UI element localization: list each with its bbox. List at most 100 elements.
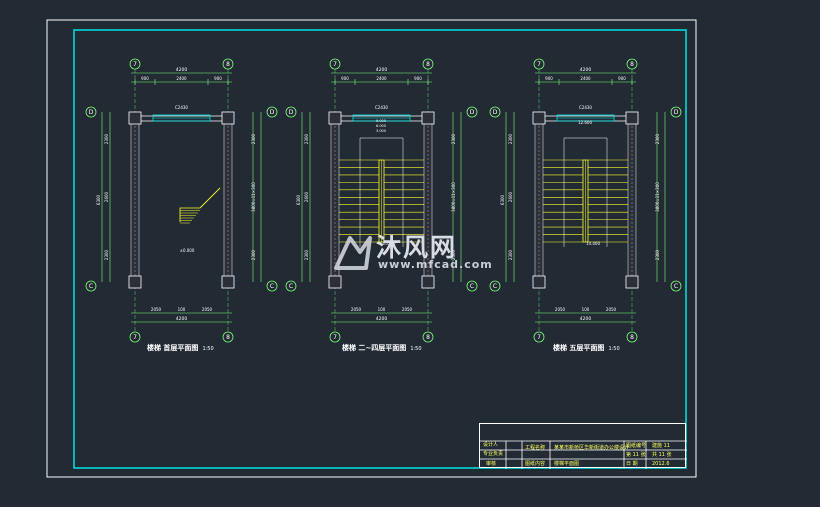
outer-border (46, 19, 697, 478)
column (625, 111, 639, 125)
tb-sheet: 第 11 张 (626, 452, 646, 458)
level-label: 14.400 (586, 241, 600, 246)
dim-top: 900 (341, 76, 349, 81)
axis-top-left-label: 7 (537, 61, 541, 68)
axis-bottom-left-label: 7 (333, 334, 337, 341)
level-label: ±0.000 (180, 248, 195, 253)
axis-bottom-left-circle (533, 331, 545, 343)
dim-top: 2400 (176, 76, 187, 81)
level-label: ±0.000 (383, 242, 396, 246)
axis-left-top-label: D (493, 109, 498, 116)
axis-left-top-circle (489, 106, 501, 118)
dim-top: 900 (545, 76, 553, 81)
inner-frame (73, 29, 687, 469)
axis-left-top-label: D (89, 109, 94, 116)
window-label: C2430 (175, 105, 188, 110)
tb-designer: 设计人 (483, 442, 499, 448)
dim-bottom: 2050 (555, 307, 566, 312)
axis-right-top-circle (266, 106, 278, 118)
axis-right-bottom-label: C (270, 283, 274, 290)
dim-left: 2300 (304, 133, 309, 144)
watermark-logo-icon (334, 236, 372, 270)
dim-right: 2300 (251, 249, 256, 260)
dim-top: 900 (141, 76, 149, 81)
dim-left: 2600 (104, 191, 109, 202)
dim-left: 2300 (508, 249, 513, 260)
column (221, 111, 235, 125)
axis-right-top-label: D (470, 109, 475, 116)
dim-bottom: 2050 (351, 307, 362, 312)
column (625, 275, 639, 289)
axis-bottom-right-label: 8 (630, 334, 634, 341)
axis-right-bottom-circle (670, 280, 682, 292)
axis-left-bottom-circle (85, 280, 97, 292)
tb-total: 共 11 张 (652, 452, 672, 458)
axis-top-right-label: 8 (426, 61, 430, 68)
dim-bottom: 100 (378, 307, 386, 312)
tb-date-value: 2012.6 (652, 461, 670, 467)
dim-left: 2300 (104, 133, 109, 144)
walk-line (359, 137, 404, 247)
axis-left-bottom-label: C (493, 283, 497, 290)
dim-left-total: 6300 (500, 194, 505, 205)
dim-right: 2300 (655, 133, 660, 144)
dim-bottom: 2050 (606, 307, 617, 312)
title-block: 设计人 专业负责 审核 工程名称 某某市新桥区华新街道办公楼设计 图纸内容 楼梯… (479, 423, 687, 469)
column (532, 275, 546, 289)
column (221, 275, 235, 289)
axis-bottom-right-label: 8 (426, 334, 430, 341)
axis-left-bottom-circle (285, 280, 297, 292)
dim-bottom-total: 4200 (376, 316, 388, 322)
axis-right-top-circle (670, 106, 682, 118)
tb-reviewer: 专业负责 (483, 451, 504, 457)
axis-top-right-label: 8 (630, 61, 634, 68)
tb-num-label: 图纸编号 (626, 443, 647, 449)
level-label: 6.000 (376, 124, 386, 128)
axis-right-top-label: D (270, 109, 275, 116)
walk-line (563, 137, 608, 247)
dim-top-total: 4200 (176, 67, 188, 73)
dim-left: 2600 (508, 191, 513, 202)
axis-bottom-right-label: 8 (226, 334, 230, 341)
axis-right-bottom-label: C (674, 283, 678, 290)
tb-project-label: 工程名称 (525, 445, 546, 451)
axis-bottom-right-circle (222, 331, 234, 343)
column (421, 275, 435, 289)
dim-bottom: 2050 (151, 307, 162, 312)
axis-left-bottom-circle (489, 280, 501, 292)
column (532, 111, 546, 125)
dim-left-total: 6300 (96, 194, 101, 205)
dim-bottom: 2050 (402, 307, 413, 312)
break-line (199, 187, 221, 209)
level-label: 12.600 (578, 120, 592, 125)
axis-bottom-left-label: 7 (133, 334, 137, 341)
axis-bottom-left-circle (329, 331, 341, 343)
column (328, 275, 342, 289)
tb-drawing: 楼梯平面图 (554, 461, 580, 467)
level-label: 3.000 (376, 129, 386, 133)
dim-top: 2400 (376, 76, 387, 81)
column (128, 275, 142, 289)
tb-checker: 审核 (486, 461, 497, 467)
axis-right-top-circle (466, 106, 478, 118)
axis-bottom-left-label: 7 (537, 334, 541, 341)
dim-right: 2300 (451, 249, 456, 260)
dim-right: 3800=11×300 (655, 182, 660, 212)
tb-num-value: 建施 11 (652, 443, 670, 449)
dim-left: 2600 (304, 191, 309, 202)
dim-bottom: 2050 (202, 307, 213, 312)
tb-project: 某某市新桥区华新街道办公楼设计 (554, 445, 630, 451)
axis-bottom-right-circle (626, 331, 638, 343)
dim-bottom-total: 4200 (176, 316, 188, 322)
dim-top: 900 (618, 76, 626, 81)
dim-right: 3800=11×300 (451, 182, 456, 212)
axis-left-top-circle (285, 106, 297, 118)
axis-left-top-circle (85, 106, 97, 118)
dim-right: 3800=11×300 (251, 182, 256, 212)
level-label: 9.000 (376, 119, 386, 123)
dim-left-total: 6300 (296, 194, 301, 205)
axis-right-bottom-circle (466, 280, 478, 292)
